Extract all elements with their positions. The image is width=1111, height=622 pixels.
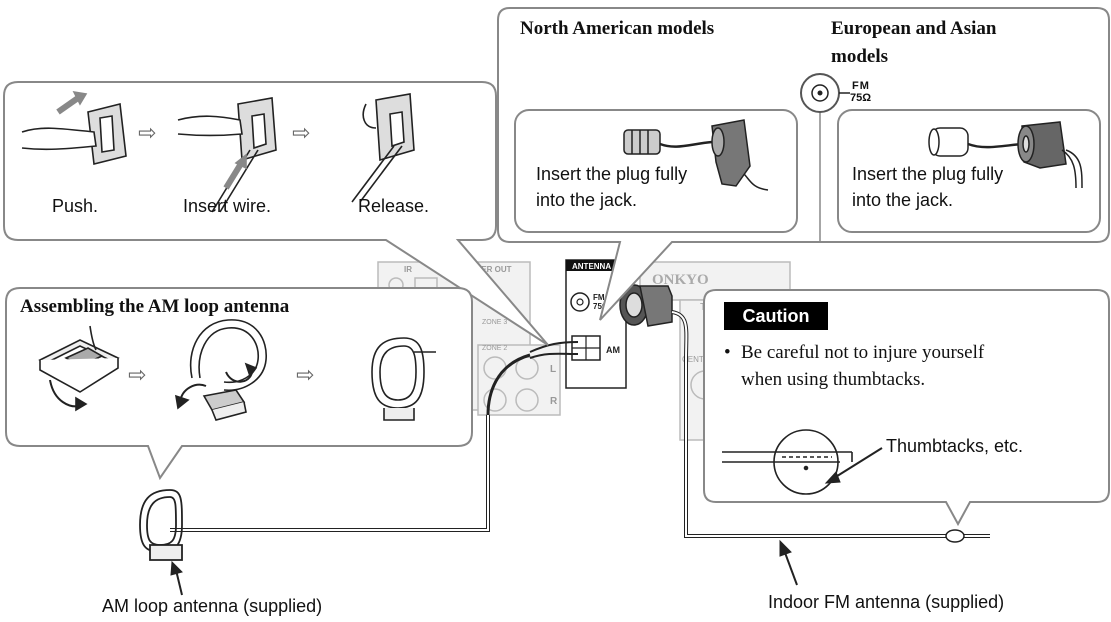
insert-wire-step-label: Insert wire. — [183, 196, 272, 216]
fm-jack-icon — [570, 292, 590, 312]
fm-caption-arrow — [779, 539, 798, 586]
fm-jack-label: FM — [852, 80, 870, 92]
caution-text-line2: when using thumbtacks. — [741, 369, 926, 390]
insert-wire-step-icon — [177, 97, 277, 213]
eu-instruction-line1: Insert the plug fully — [852, 164, 1004, 184]
north-american-title: North American models — [520, 18, 715, 39]
am-antenna-caption: AM loop antenna (supplied) — [102, 596, 323, 616]
fm-antenna-wire — [671, 310, 990, 543]
na-instruction-line2: into the jack. — [536, 190, 638, 210]
am-assembly-panel: ⇨ ⇨ — [5, 287, 473, 481]
caution-text-line1: Be careful not to injure yourself — [741, 342, 985, 363]
antenna-terminal-block: ANTENNA FM 75Ω AM — [565, 259, 627, 389]
folded-antenna-icon — [38, 325, 120, 412]
fm-jack-label: FM — [593, 293, 605, 302]
fm-jack-impedance: 75Ω — [593, 302, 609, 311]
antenna-header: ANTENNA — [572, 262, 611, 271]
right-channel-label: R — [550, 396, 558, 407]
fm-connection-panel — [497, 7, 1110, 321]
step-arrow-icon: ⇨ — [128, 363, 146, 388]
wire-insertion-panel: ⇨ ⇨ — [3, 81, 549, 346]
european-plug-icon — [928, 121, 1083, 189]
caution-panel — [703, 289, 1110, 527]
per-out-label: PER OUT — [476, 265, 512, 274]
caution-bullet: • — [724, 342, 731, 363]
na-instruction-line1: Insert the plug fully — [536, 164, 688, 184]
caution-badge: Caution — [724, 302, 828, 330]
fm-antenna-end-icon — [945, 529, 965, 543]
fm-plug-inserted-icon — [619, 284, 673, 327]
european-title-line2: models — [831, 46, 888, 67]
fm-antenna-caption: Indoor FM antenna (supplied) — [768, 592, 1005, 612]
am-assembly-title: Assembling the AM loop antenna — [20, 296, 290, 317]
left-channel-label: L — [550, 364, 556, 375]
step-arrow-icon: ⇨ — [296, 363, 314, 388]
push-step-icon — [21, 90, 127, 165]
am-loop-antenna-icon — [139, 489, 183, 561]
thumbtack-pointer-arrow — [824, 447, 883, 484]
north-american-plug-icon — [623, 119, 769, 191]
am-terminal-label: AM — [606, 345, 620, 355]
zone-2-label: ZONE 2 — [482, 345, 507, 352]
fm-jack-impedance: 75Ω — [850, 92, 872, 104]
brand-logo: ONKYO — [652, 272, 709, 288]
am-caption-arrow — [170, 560, 183, 596]
european-title-line1: European and Asian — [831, 18, 997, 39]
am-lead-wire — [170, 341, 579, 532]
release-step-icon — [351, 93, 415, 203]
zone-3-label: ZONE 3 — [482, 319, 507, 326]
thumbtack-illustration — [722, 429, 853, 495]
ir-label: IR — [404, 265, 412, 274]
step-arrow-icon: ⇨ — [292, 121, 310, 146]
unfolding-antenna-icon — [174, 319, 267, 421]
eu-instruction-line2: into the jack. — [852, 190, 954, 210]
assembled-antenna-icon — [371, 337, 436, 421]
center-fragment: CENT — [682, 355, 704, 364]
release-step-label: Release. — [358, 196, 430, 216]
thumbtack-label: Thumbtacks, etc. — [886, 436, 1024, 456]
push-step-label: Push. — [52, 196, 99, 216]
step-arrow-icon: ⇨ — [138, 121, 156, 146]
